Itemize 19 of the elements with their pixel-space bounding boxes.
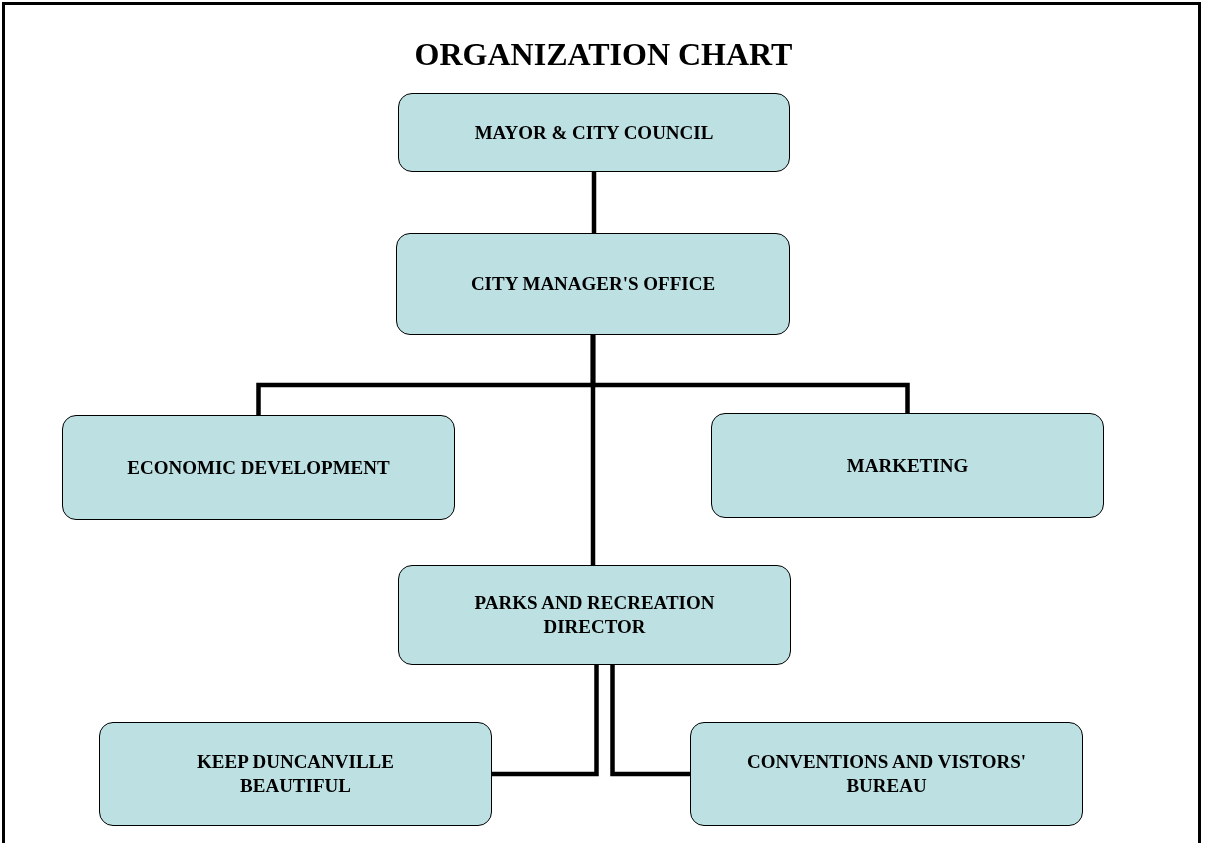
org-box — [62, 415, 455, 520]
org-box — [396, 233, 790, 335]
org-box — [99, 722, 492, 826]
org-box — [398, 93, 790, 172]
connector-line — [590, 335, 596, 565]
box-label: CONVENTIONS AND VISTORS' BUREAU — [745, 750, 1028, 798]
org-box — [690, 722, 1083, 826]
org-box — [398, 565, 791, 665]
connector-line — [610, 665, 690, 777]
connector-line — [591, 172, 597, 233]
box-label: KEEP DUNCANVILLE BEAUTIFUL — [196, 750, 395, 798]
org-box — [711, 413, 1104, 518]
chart-title: ORGANIZATION CHART — [413, 36, 794, 73]
box-label: MARKETING — [846, 453, 969, 478]
box-label: ECONOMIC DEVELOPMENT — [127, 455, 390, 480]
box-label: CITY MANAGER'S OFFICE — [470, 272, 716, 296]
connector-line — [492, 665, 599, 777]
box-label: MAYOR & CITY COUNCIL — [474, 120, 714, 145]
box-label: PARKS AND RECREATION DIRECTOR — [473, 591, 716, 639]
